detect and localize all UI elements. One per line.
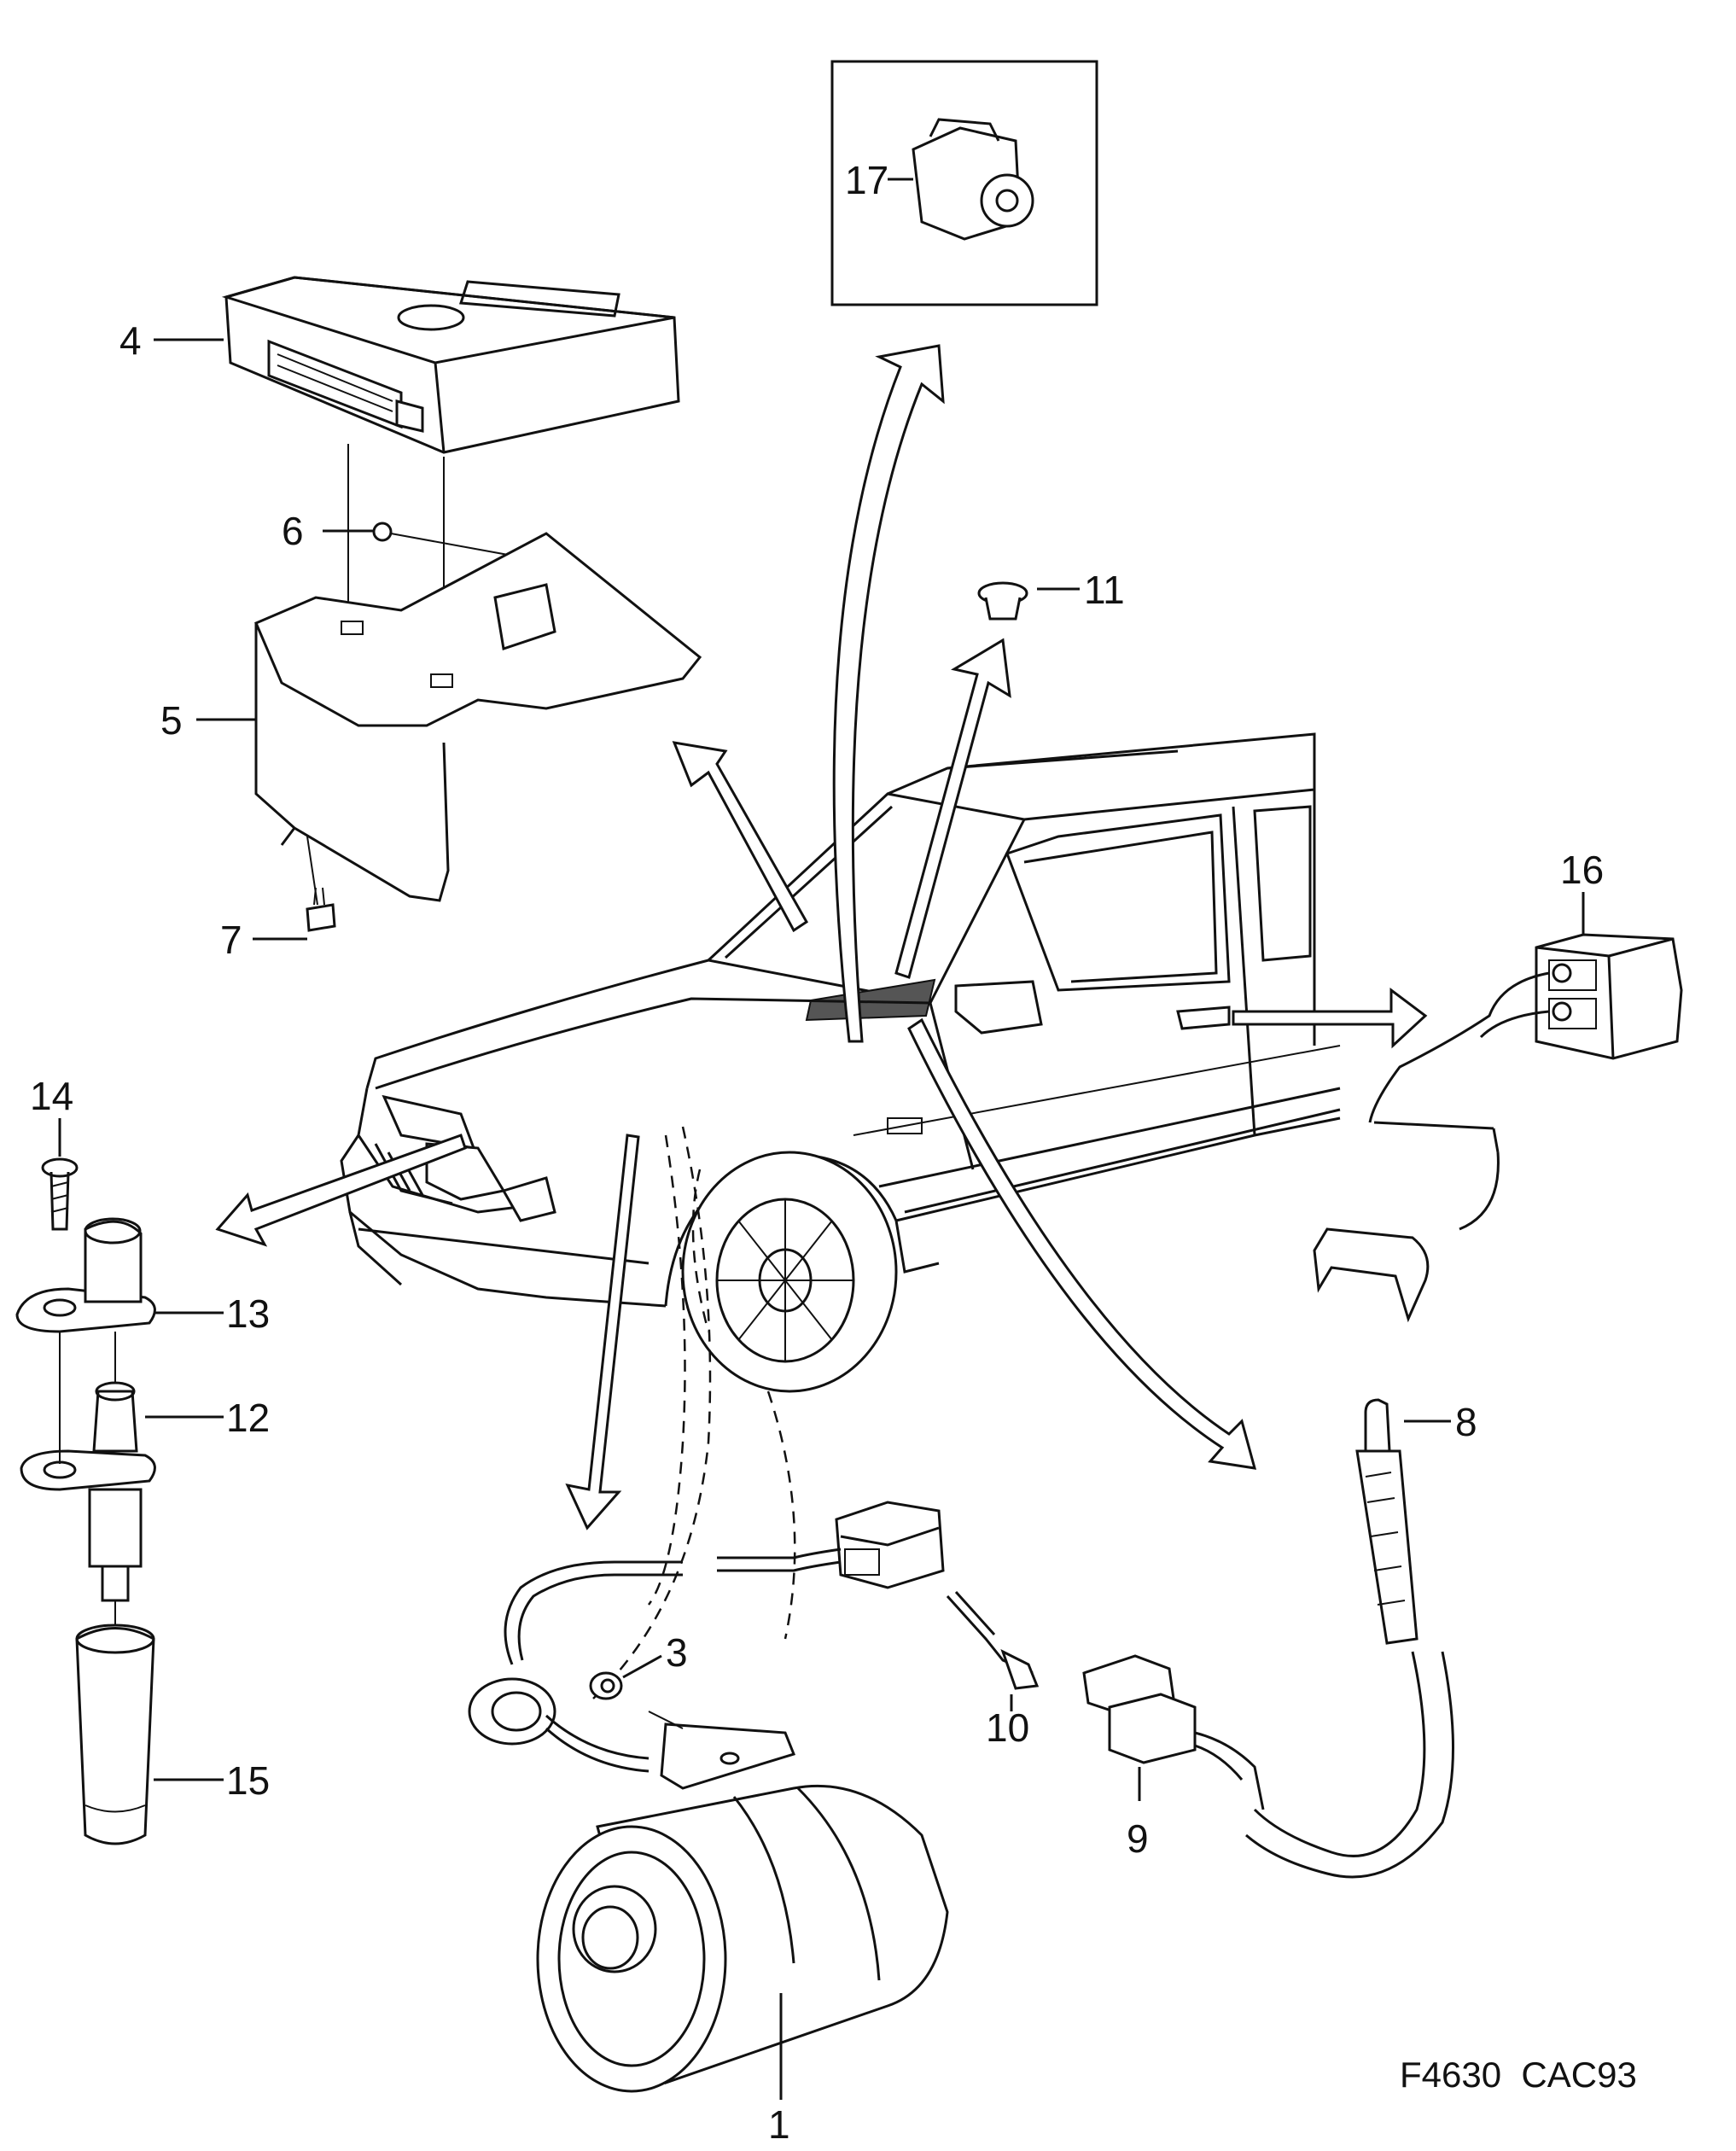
callout-1: 1 [768,2102,790,2147]
callout-6: 6 [282,509,304,553]
part-7-screw: 7 [220,836,336,962]
parts-12-to-15-hood-switch: 14 13 12 15 [15,1074,270,1845]
arrow-to-part-17 [832,344,945,1043]
part-17-connector-inset: 17 [830,60,1098,306]
callout-9: 9 [1127,1816,1149,1861]
leader-arrows [215,344,1428,1699]
callout-11: 11 [1084,568,1125,612]
fender-badge [887,1117,923,1134]
arrow-to-part-5 [672,741,808,933]
arrow-to-part-11 [894,638,1011,979]
callout-3: 3 [666,1630,688,1675]
inset-frame [830,60,1098,306]
arrow-to-part-1 [565,1134,640,1530]
callout-5: 5 [160,698,183,743]
part-10-terminal: 10 [946,1590,1040,1750]
arrow-to-part-16 [1232,988,1428,1049]
callout-14: 14 [30,1074,73,1118]
callout-12: 12 [226,1396,270,1440]
callout-4: 4 [119,318,142,363]
drawing-reference-code: F4630 CAC93 [1400,2055,1637,2095]
callout-15: 15 [226,1758,270,1803]
part-6-screw: 6 [282,509,556,564]
windscreen-shaded-area [805,978,936,1022]
part-16-door-connector: 16 [1313,848,1683,1323]
part-11-grommet: 11 [977,568,1125,621]
part-8-cable: 8 [1245,1398,1477,1879]
car-illustration [340,732,1341,1393]
callout-17: 17 [845,158,888,202]
part-9-connector: 9 [1082,1654,1265,1861]
part-3-nut: 3 [589,1630,688,1700]
part-1-siren: 1 [468,1501,949,2147]
callout-10: 10 [986,1705,1029,1750]
callout-8: 8 [1455,1400,1477,1444]
part-5-mounting-bracket: 5 [160,532,702,902]
arrow-to-part-8 [907,1017,1257,1470]
callout-13: 13 [226,1291,270,1336]
front-wheel [681,1151,898,1393]
callout-16: 16 [1560,848,1604,892]
callout-7: 7 [220,918,242,962]
arrow-to-part-13 [215,1134,467,1247]
